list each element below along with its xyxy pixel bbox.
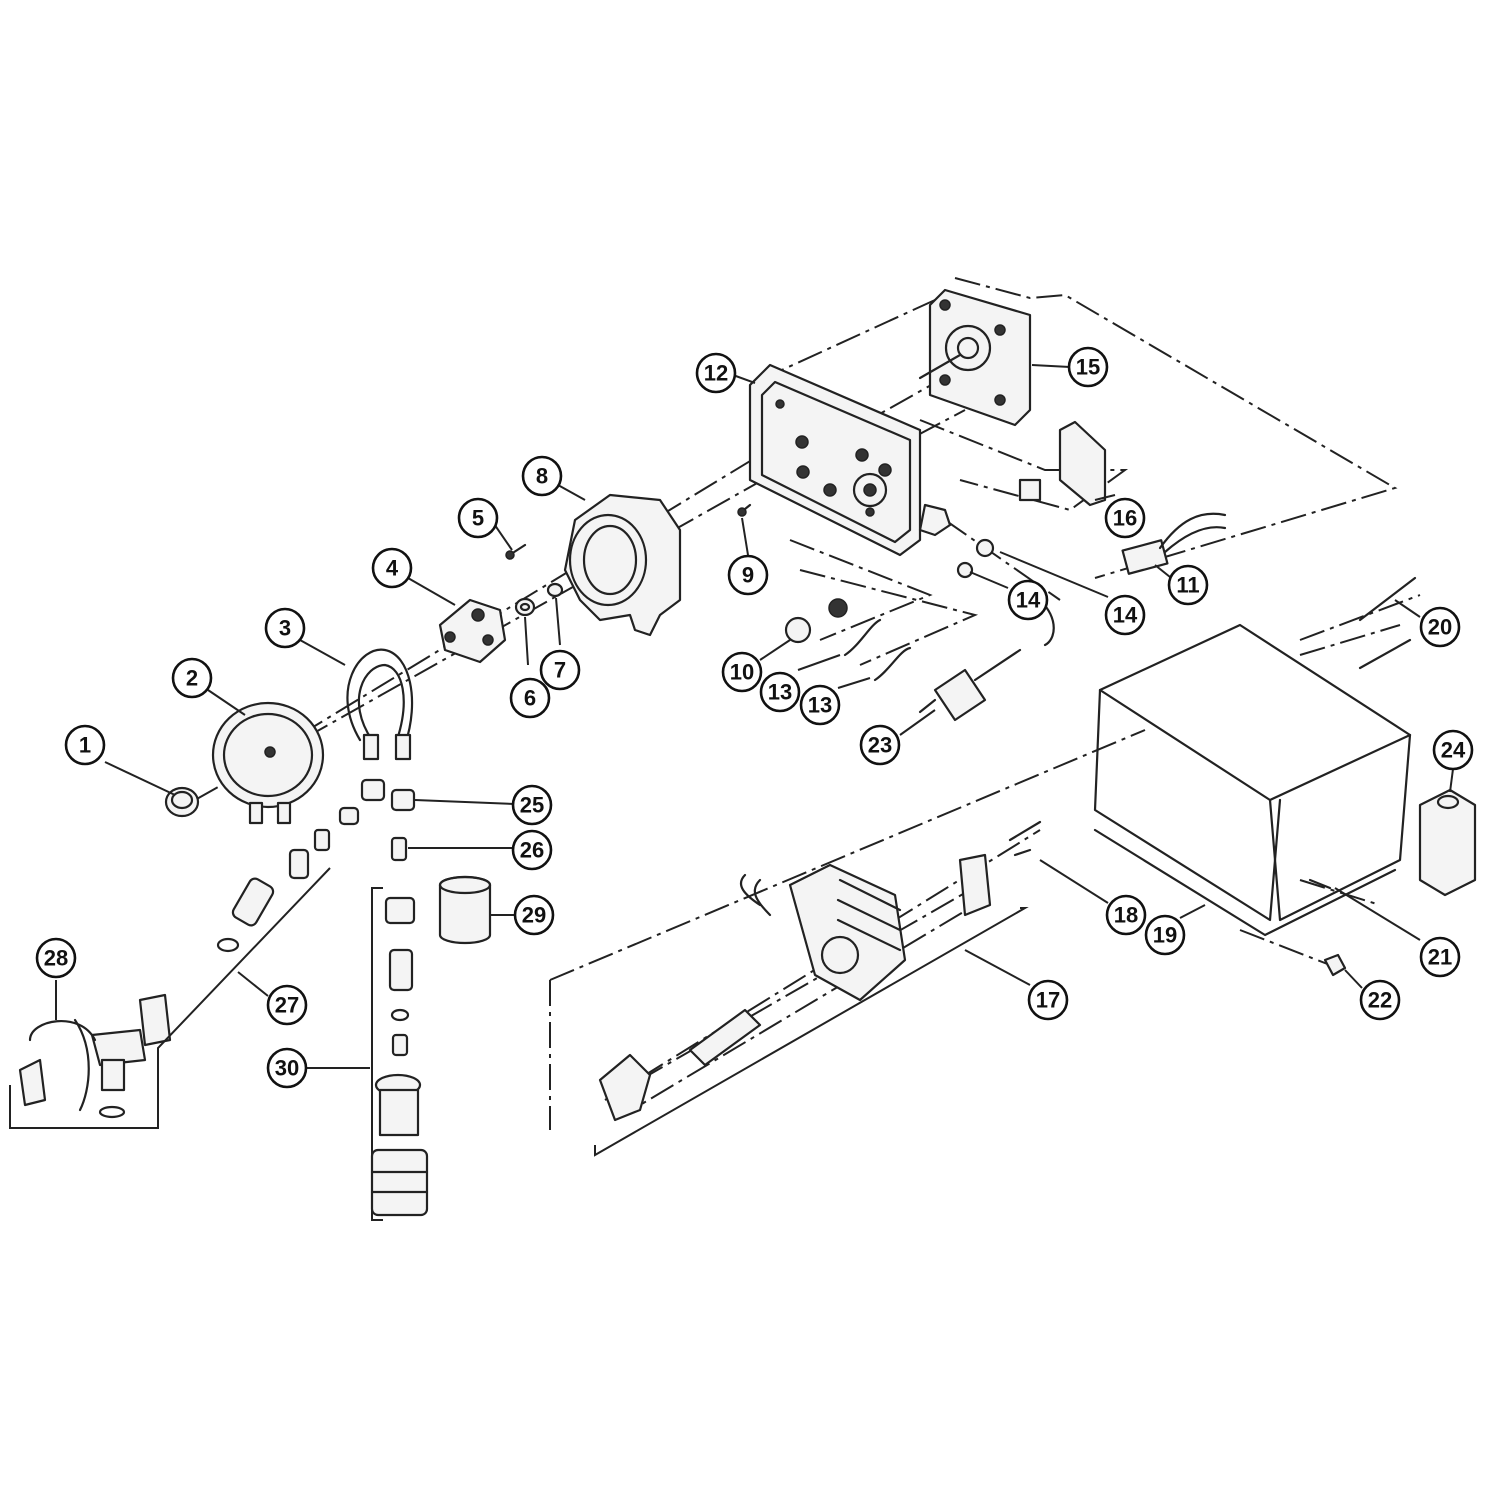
part-9-screw xyxy=(737,503,752,517)
callout-27: 27 xyxy=(266,984,308,1026)
svg-text:13: 13 xyxy=(808,693,832,718)
svg-text:8: 8 xyxy=(536,464,548,489)
svg-text:14: 14 xyxy=(1016,588,1041,613)
svg-text:29: 29 xyxy=(522,903,546,928)
callout-30: 30 xyxy=(266,1047,308,1089)
part-23-plug xyxy=(918,648,1022,722)
callout-28: 28 xyxy=(35,937,77,979)
svg-text:26: 26 xyxy=(520,838,544,863)
callout-6: 6 xyxy=(509,677,551,719)
part-15-gearbox xyxy=(918,288,1032,427)
callout-18: 18 xyxy=(1105,894,1147,936)
svg-text:1: 1 xyxy=(79,733,91,758)
svg-text:30: 30 xyxy=(275,1056,299,1081)
part-8-housing xyxy=(563,493,682,637)
part-17-motor xyxy=(598,863,907,1122)
part-22-nut xyxy=(1323,953,1347,977)
part-29-filter xyxy=(438,875,492,945)
svg-text:25: 25 xyxy=(520,793,544,818)
svg-text:12: 12 xyxy=(704,361,728,386)
callout-29: 29 xyxy=(513,894,555,936)
part-16-board xyxy=(1018,420,1107,507)
callout-11: 11 xyxy=(1167,564,1209,606)
part-20-rods xyxy=(1358,576,1417,670)
callout-13b: 13 xyxy=(799,684,841,726)
part-18-terminal xyxy=(958,820,1042,917)
part-24-block xyxy=(1418,788,1477,897)
group-brackets xyxy=(9,867,1029,1221)
svg-text:16: 16 xyxy=(1113,506,1137,531)
part-25-fittings xyxy=(338,778,416,826)
svg-text:24: 24 xyxy=(1441,738,1466,763)
callout-19: 19 xyxy=(1144,914,1186,956)
part-6-washer xyxy=(514,597,536,617)
part-26-connector xyxy=(313,828,408,862)
part-7-washer xyxy=(546,582,564,598)
callout-3: 3 xyxy=(264,607,306,649)
callout-15: 15 xyxy=(1067,346,1109,388)
callout-23: 23 xyxy=(859,724,901,766)
svg-text:5: 5 xyxy=(472,506,484,531)
svg-text:9: 9 xyxy=(742,563,754,588)
svg-text:2: 2 xyxy=(186,666,198,691)
callout-17: 17 xyxy=(1027,979,1069,1021)
callout-14b: 14 xyxy=(1104,594,1146,636)
svg-text:14: 14 xyxy=(1113,603,1138,628)
svg-text:13: 13 xyxy=(768,680,792,705)
part-5-screw xyxy=(505,543,527,560)
part-13-wire-leads xyxy=(843,618,912,682)
callout-25: 25 xyxy=(511,784,553,826)
callout-9: 9 xyxy=(727,554,769,596)
callout-12: 12 xyxy=(695,352,737,394)
callout-21: 21 xyxy=(1419,936,1461,978)
svg-text:18: 18 xyxy=(1114,903,1138,928)
svg-text:28: 28 xyxy=(44,946,68,971)
callout-10: 10 xyxy=(721,651,763,693)
svg-text:19: 19 xyxy=(1153,923,1177,948)
part-4-rotor xyxy=(438,598,507,664)
svg-text:6: 6 xyxy=(524,686,536,711)
svg-text:10: 10 xyxy=(730,660,754,685)
svg-text:15: 15 xyxy=(1076,355,1100,380)
callout-14a: 14 xyxy=(1007,579,1049,621)
part-21-screw xyxy=(1308,878,1332,890)
callout-20: 20 xyxy=(1419,606,1461,648)
callout-13a: 13 xyxy=(759,671,801,713)
svg-text:22: 22 xyxy=(1368,988,1392,1013)
callout-5: 5 xyxy=(457,497,499,539)
svg-text:7: 7 xyxy=(554,658,566,683)
callout-16: 16 xyxy=(1104,497,1146,539)
part-3-tube xyxy=(346,648,414,761)
svg-text:20: 20 xyxy=(1428,615,1452,640)
callout-4: 4 xyxy=(371,547,413,589)
callout-24: 24 xyxy=(1432,729,1474,771)
svg-text:4: 4 xyxy=(386,556,399,581)
callout-7: 7 xyxy=(539,649,581,691)
callout-2: 2 xyxy=(171,657,213,699)
part-27-valve xyxy=(90,848,310,1119)
callout-22: 22 xyxy=(1359,979,1401,1021)
svg-text:21: 21 xyxy=(1428,945,1452,970)
part-2-cover xyxy=(211,701,325,825)
svg-text:27: 27 xyxy=(275,993,299,1018)
svg-text:3: 3 xyxy=(279,616,291,641)
callout-8: 8 xyxy=(521,455,563,497)
part-14-bracket xyxy=(918,503,1055,647)
part-19-cabinet xyxy=(1093,623,1412,937)
leader-lines xyxy=(55,364,1454,1069)
part-30-foot-valve xyxy=(370,896,429,1217)
part-12-plate xyxy=(748,363,922,557)
part-28-clamp xyxy=(18,1018,97,1112)
svg-text:17: 17 xyxy=(1036,988,1060,1013)
svg-text:11: 11 xyxy=(1176,573,1199,598)
callout-26: 26 xyxy=(511,829,553,871)
callout-1: 1 xyxy=(64,724,106,766)
svg-text:23: 23 xyxy=(868,733,892,758)
callouts: 1 2 3 4 5 6 7 8 9 10 11 12 13 13 14 14 1… xyxy=(35,346,1474,1089)
part-10-nut xyxy=(784,598,848,644)
